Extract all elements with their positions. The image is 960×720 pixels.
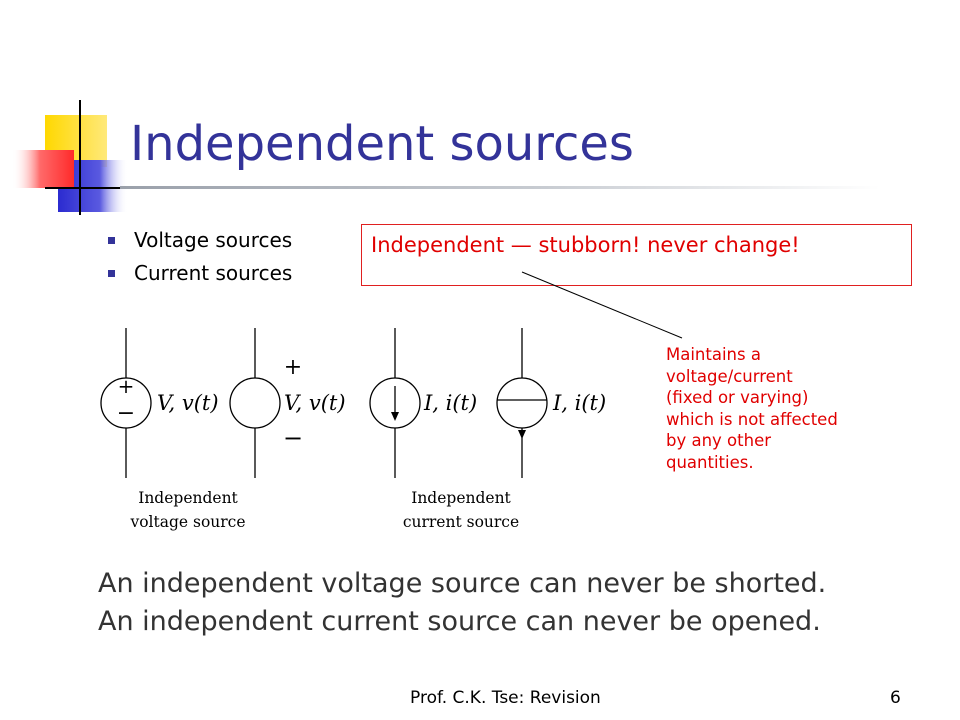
current-source-symbol <box>496 377 548 429</box>
minus-sign: − <box>283 424 303 452</box>
note-line: (fixed or varying) <box>666 388 809 408</box>
bullet-voltage-sources: Voltage sources <box>108 224 292 257</box>
current-caption-line: current source <box>403 513 519 531</box>
minus-sign: − <box>117 401 135 426</box>
note-line: Maintains a <box>666 345 761 364</box>
voltage-caption-line: Independent <box>138 489 238 507</box>
statement-current-opened: An independent current source can never … <box>98 606 821 637</box>
voltage-caption-line: voltage source <box>129 513 245 531</box>
plus-sign: + <box>118 374 135 398</box>
explanation-note: Maintains a voltage/current (fixed or va… <box>666 344 886 474</box>
callout-text: Independent — stubborn! never change! <box>371 233 800 257</box>
source-label: V, v(t) <box>284 391 346 415</box>
current-caption-line: Independent <box>411 489 511 507</box>
bullet-list: Voltage sources Current sources <box>108 224 292 290</box>
source-label: I, i(t) <box>552 391 606 415</box>
arrow-down-icon <box>518 430 526 439</box>
callout-box <box>361 224 912 286</box>
bullet-square-icon <box>108 270 115 277</box>
voltage-source-symbol <box>100 377 152 429</box>
note-line: voltage/current <box>666 366 793 386</box>
source-label: V, v(t) <box>157 391 219 415</box>
footer-text: Prof. C.K. Tse: Revision <box>410 688 601 708</box>
bullet-square-icon <box>108 237 115 244</box>
voltage-source-symbol <box>229 377 281 429</box>
note-line: which is not affected <box>666 409 838 429</box>
current-source-symbol <box>369 377 421 429</box>
source-label: I, i(t) <box>423 391 477 415</box>
page-number: 6 <box>890 688 901 708</box>
title-underline <box>120 186 880 189</box>
bullet-current-sources: Current sources <box>108 257 292 290</box>
note-line: by any other <box>666 431 772 451</box>
arrow-down-icon <box>391 412 399 421</box>
statement-voltage-shorted: An independent voltage source can never … <box>98 568 827 599</box>
slide-title: Independent sources <box>130 116 634 172</box>
note-line: quantities. <box>666 452 754 472</box>
plus-sign: + <box>284 355 302 380</box>
